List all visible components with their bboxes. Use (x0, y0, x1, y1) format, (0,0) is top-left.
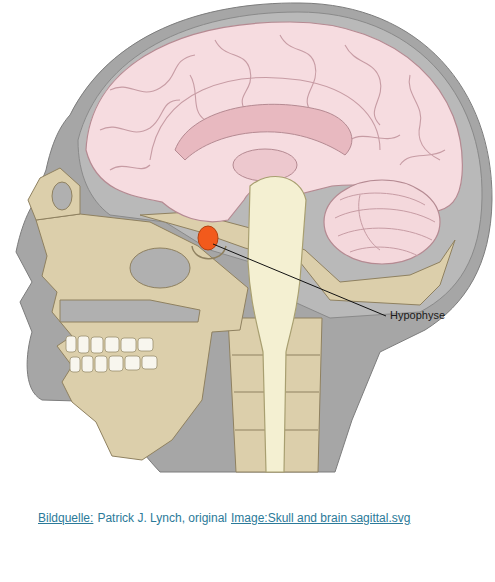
part-label: Hypophyse (390, 309, 445, 321)
source-credit: Bildquelle: Patrick J. Lynch, original Ima… (38, 511, 410, 525)
source-text: Image:Skull and brain sagittal.svg (231, 511, 410, 525)
source-text: Patrick J. Lynch, original (97, 511, 227, 525)
source-text: Bildquelle: (38, 511, 93, 525)
pituitary-gland (198, 226, 218, 250)
label-holder: Hypophyse (390, 309, 445, 321)
leader-line (213, 244, 386, 316)
